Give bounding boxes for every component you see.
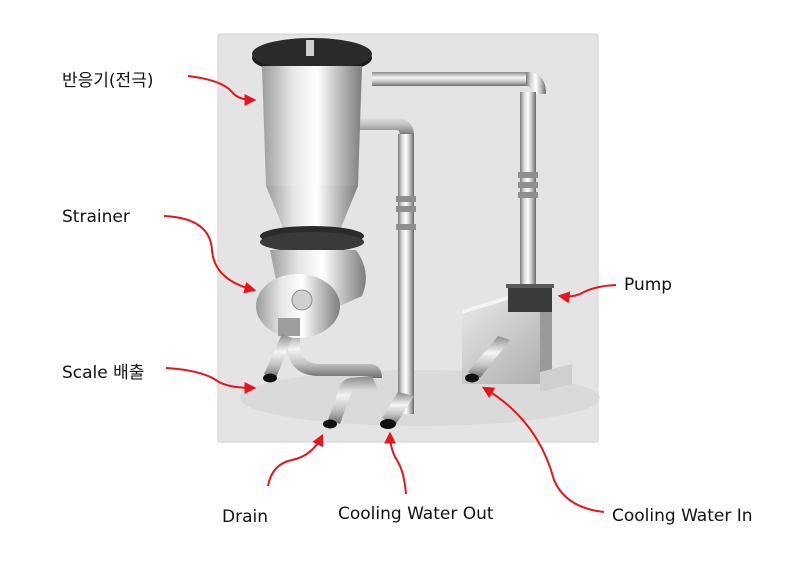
cooling-water-in-arrow bbox=[481, 386, 605, 513]
reactor-label: 반응기(전극) bbox=[62, 71, 154, 91]
pump-arrow bbox=[557, 284, 617, 304]
cooling-water-out-label: Cooling Water Out bbox=[338, 504, 494, 524]
strainer-body bbox=[256, 250, 366, 383]
drain-arrow bbox=[267, 433, 324, 487]
scale-discharge-label: Scale 배출 bbox=[62, 363, 145, 383]
pump-label: Pump bbox=[624, 275, 673, 295]
reactor-body bbox=[252, 38, 372, 252]
cooling-water-out-arrow bbox=[384, 431, 407, 495]
pump-unit bbox=[462, 284, 572, 392]
drain-pipe bbox=[288, 330, 382, 429]
scale-discharge-arrow bbox=[165, 367, 257, 394]
drain-label: Drain bbox=[222, 507, 268, 527]
strainer-arrow bbox=[163, 215, 257, 294]
strainer-label: Strainer bbox=[62, 207, 130, 227]
cooling-water-in-label: Cooling Water In bbox=[612, 506, 753, 526]
reactor-arrow bbox=[187, 75, 257, 106]
pump-return-pipe bbox=[372, 72, 546, 292]
